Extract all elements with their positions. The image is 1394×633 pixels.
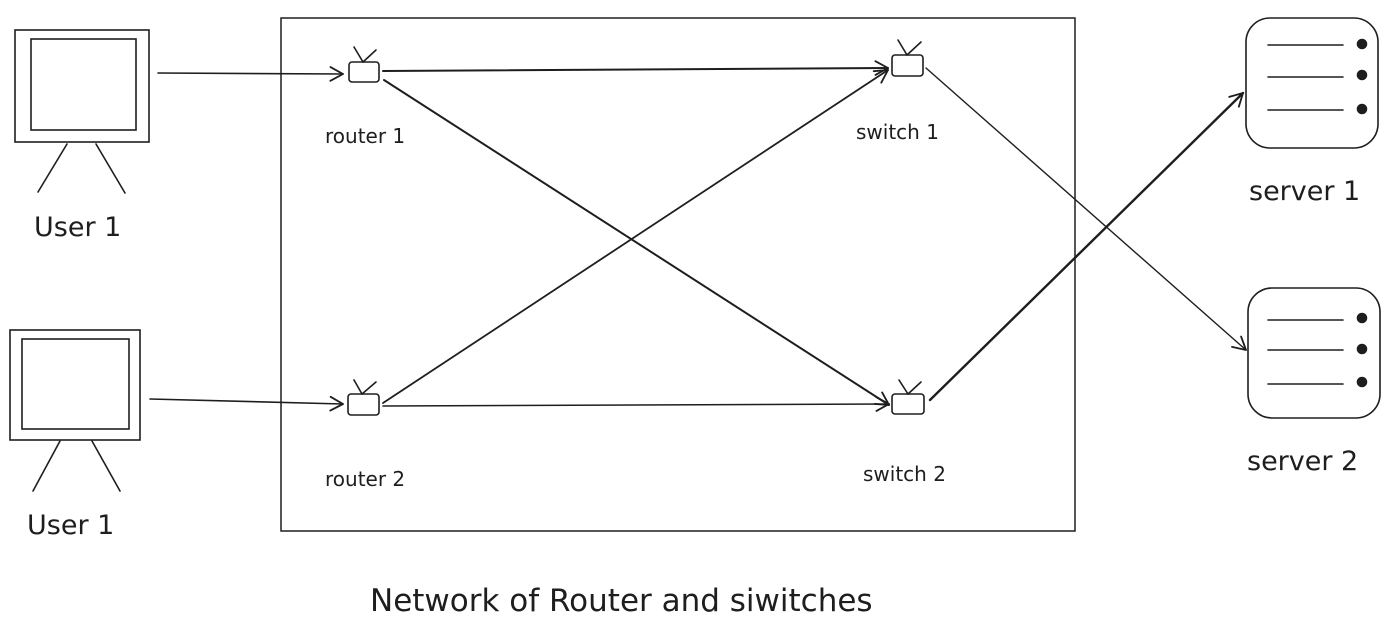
arrow-switch-1-to-server-2 [925, 67, 1247, 351]
arrow-router-1-to-switch-2 [383, 79, 890, 406]
server-1-icon[interactable] [1245, 17, 1379, 149]
router-1-icon[interactable] [348, 46, 380, 83]
arrow-router-2-to-switch-1 [382, 69, 889, 404]
switch-2-icon[interactable] [891, 379, 925, 415]
arrow-user-bottom-to-router-2 [149, 395, 344, 412]
switch-1-icon[interactable] [891, 39, 924, 77]
arrow-router-2-to-switch-2 [382, 396, 890, 412]
arrow-router-1-to-switch-1 [382, 60, 889, 76]
switch-1-label: switch 1 [856, 120, 939, 144]
network-boundary [280, 17, 1076, 532]
arrow-switch-2-to-server-1 [928, 91, 1245, 402]
server-2-label: server 2 [1247, 446, 1359, 477]
user-bottom-computer-icon[interactable] [9, 329, 141, 492]
user-bottom-label: User 1 [27, 510, 115, 541]
server-1-label: server 1 [1249, 176, 1361, 207]
router-2-icon[interactable] [347, 379, 380, 416]
user-top-computer-icon[interactable] [14, 29, 150, 194]
diagram-caption: Network of Router and siwitches [370, 583, 873, 619]
router-2-label: router 2 [325, 467, 406, 491]
user-top-label: User 1 [34, 212, 122, 243]
arrow-user-top-to-router-1 [157, 66, 344, 82]
router-1-label: router 1 [325, 124, 406, 148]
server-2-icon[interactable] [1247, 287, 1381, 419]
switch-2-label: switch 2 [863, 462, 946, 486]
